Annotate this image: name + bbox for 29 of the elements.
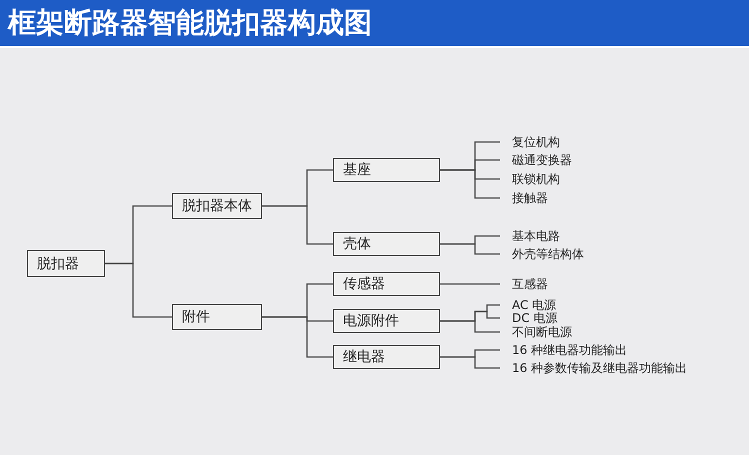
component-box: 电源附件 [333, 309, 440, 333]
component-box: 基座 [333, 158, 440, 182]
item-text: 复位机构 [500, 134, 560, 150]
item-text: 16 种继电器功能输出 [500, 342, 628, 358]
connector-line [440, 243, 500, 255]
connector-line [105, 262, 172, 318]
item-text: 16 种参数传输及继电器功能输出 [500, 360, 688, 376]
item-text: 接触器 [500, 190, 548, 206]
item-text: 基本电路 [500, 228, 560, 244]
title: 框架断路器智能脱扣器构成图 [8, 5, 372, 41]
connector-line [440, 169, 500, 199]
component-box: 壳体 [333, 232, 440, 256]
connector-line [262, 205, 333, 245]
component-box: 脱扣器 [27, 250, 105, 277]
component-box: 继电器 [333, 345, 440, 369]
component-box: 传感器 [333, 272, 440, 296]
connector-line [440, 320, 500, 333]
component-box: 附件 [172, 304, 262, 330]
item-text: 互感器 [500, 276, 548, 292]
item-text: DC 电源 [500, 310, 558, 326]
item-text: AC 电源 [500, 297, 556, 313]
item-text: 磁通变换器 [500, 152, 572, 168]
item-text: 外壳等结构体 [500, 246, 584, 262]
component-box: 脱扣器本体 [172, 193, 262, 219]
item-text: 不间断电源 [500, 324, 572, 340]
connector-line [440, 356, 500, 369]
connector-line [262, 316, 333, 358]
connector-line [440, 283, 500, 285]
item-text: 联锁机构 [500, 171, 560, 187]
